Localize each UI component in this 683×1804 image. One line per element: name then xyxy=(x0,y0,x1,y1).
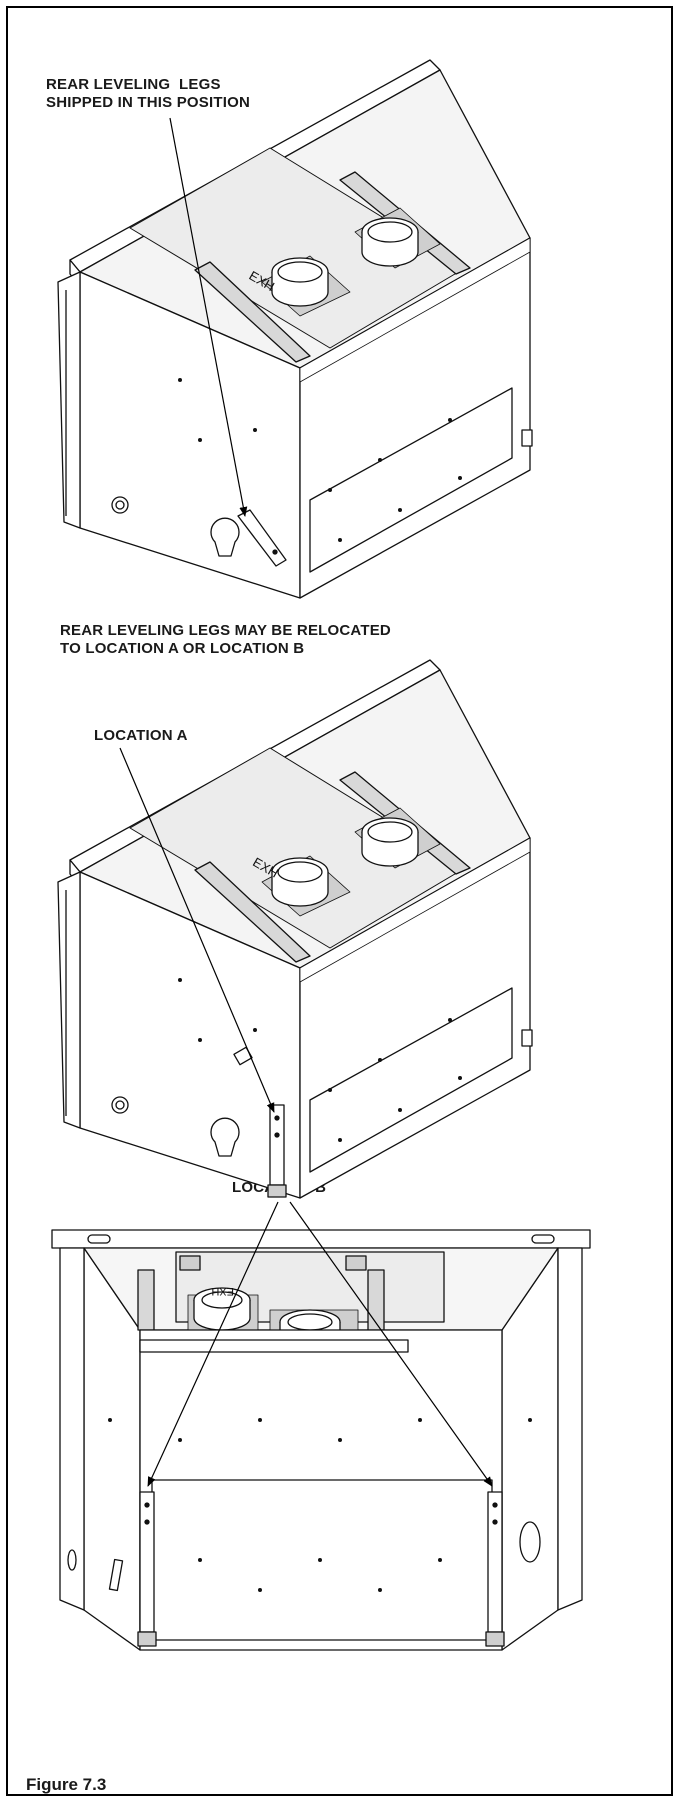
unit-isometric-location-a: EXH xyxy=(58,660,532,1198)
leader-arrow-location-a xyxy=(120,748,274,1113)
unit-front-elevation: EXH xyxy=(52,1230,590,1650)
leader-arrow-location-b-left xyxy=(148,1202,278,1487)
figure-frame xyxy=(6,6,673,1796)
label-relocate: REAR LEVELING LEGS MAY BE RELOCATED TO L… xyxy=(60,622,391,657)
duct-label-exh-3: EXH xyxy=(211,1285,234,1297)
unit-isometric-shipped: EXH xyxy=(58,60,532,598)
label-rear-shipped: REAR LEVELING LEGS SHIPPED IN THIS POSIT… xyxy=(46,76,250,111)
leader-arrow-shipped xyxy=(170,118,248,517)
label-location-a: LOCATION A xyxy=(94,727,188,744)
leader-arrow-location-b-right xyxy=(290,1202,493,1487)
figure-caption: Figure 7.3 xyxy=(26,1775,107,1794)
